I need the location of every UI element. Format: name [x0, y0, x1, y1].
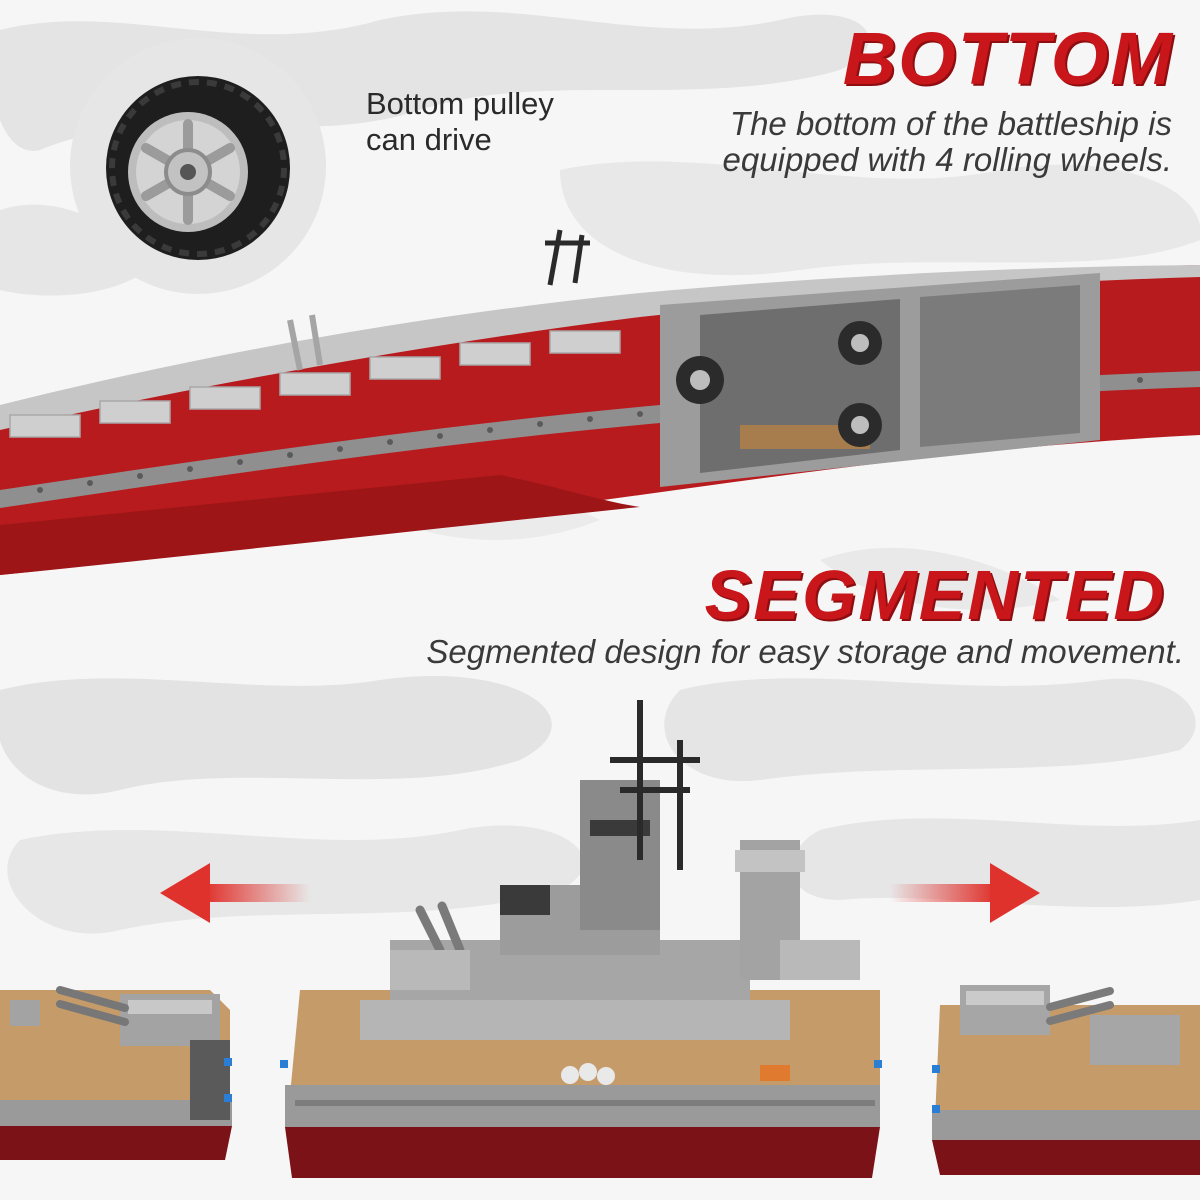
segmented-heading: SEGMENTED: [704, 556, 1166, 634]
arrow-left-icon: [160, 863, 310, 923]
ship-segment-middle: [280, 700, 882, 1178]
bottom-heading: BOTTOM: [842, 17, 1174, 100]
wheel-icon: [70, 38, 326, 294]
bottom-caption-line-2: equipped with 4 rolling wheels.: [722, 141, 1172, 179]
bottom-caption-line-1: The bottom of the battleship is: [729, 105, 1172, 142]
segmented-caption: Segmented design for easy storage and mo…: [426, 633, 1184, 670]
battleship-hull-underside: [0, 229, 1200, 575]
pulley-label-line-2: can drive: [366, 121, 492, 157]
arrow-right-icon: [890, 863, 1040, 923]
ship-segment-left: [0, 986, 232, 1160]
ship-segment-right: [932, 985, 1200, 1175]
pulley-label-line-1: Bottom pulley: [366, 86, 554, 121]
pulley-label: Bottom pulley can drive: [366, 86, 606, 157]
bottom-caption: The bottom of the battleship is equipped…: [612, 105, 1172, 179]
